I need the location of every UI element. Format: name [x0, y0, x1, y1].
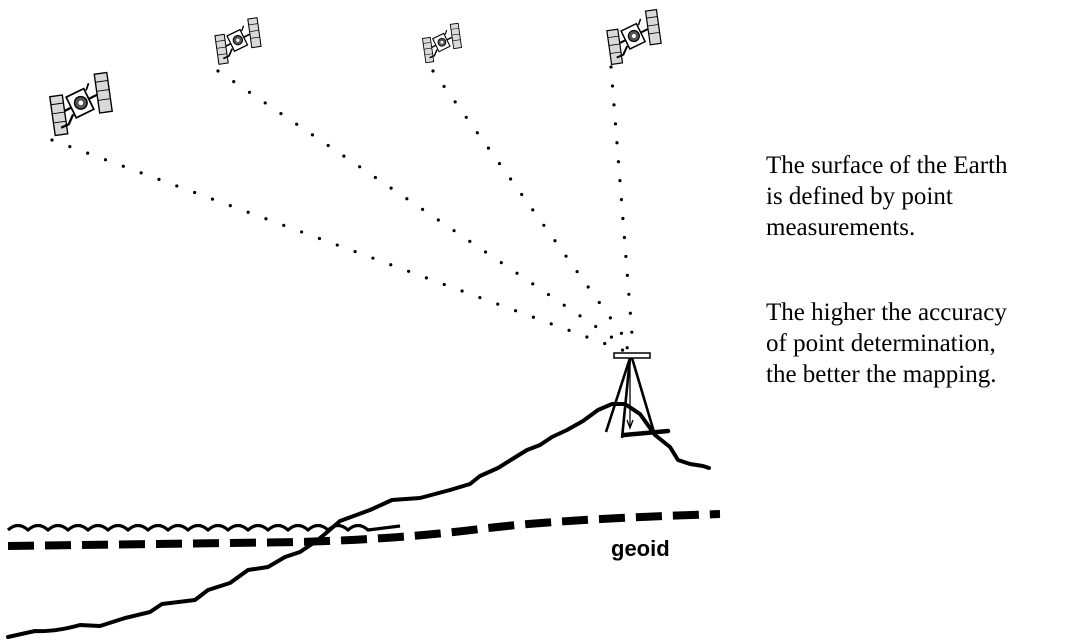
- satellite-icon: [46, 71, 116, 137]
- satellite-icon: [603, 8, 665, 66]
- signal-lines: [50, 65, 635, 353]
- signal-line: [216, 69, 631, 351]
- sea-surface: [6, 523, 401, 532]
- signal-line: [50, 138, 627, 353]
- geoid-label: geoid: [611, 536, 670, 561]
- satellite-icon: [212, 16, 264, 66]
- receiver-height-line: [621, 428, 671, 438]
- terrain-profile: [6, 402, 711, 639]
- satellite-icon: [420, 22, 464, 64]
- tripod-icon: [604, 352, 656, 439]
- signal-line: [609, 65, 635, 349]
- caption-surface-definition: The surface of the Earth is defined by p…: [766, 152, 1008, 241]
- geoid-line: [7, 510, 721, 550]
- caption-accuracy-mapping: The higher the accuracy of point determi…: [766, 299, 1007, 388]
- signal-line: [431, 69, 634, 350]
